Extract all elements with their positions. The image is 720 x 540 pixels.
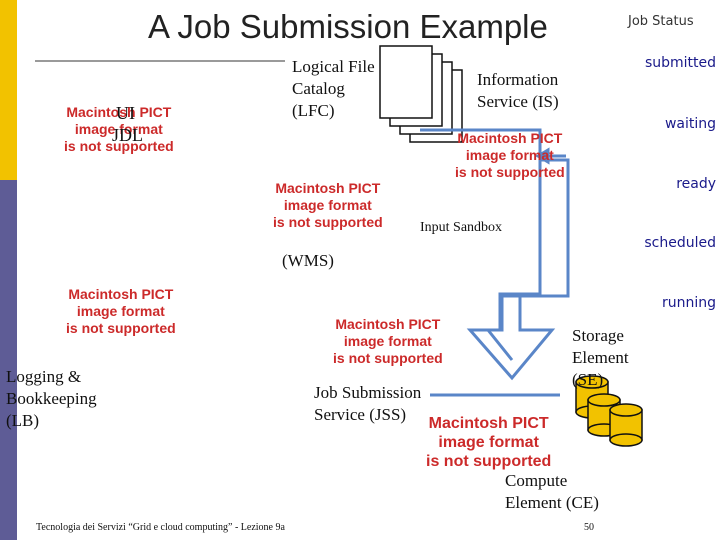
lb-line: Logging & — [6, 367, 82, 386]
side-bar-accent — [0, 0, 17, 180]
page-number: 50 — [584, 522, 594, 533]
jss-label: Job Submission Service (JSS) — [314, 382, 421, 426]
lfc-line: (LFC) — [292, 101, 335, 120]
pict-line: Macintosh PICT — [457, 130, 563, 146]
pict-line: Macintosh PICT — [335, 316, 441, 332]
is-label: Information Service (IS) — [477, 69, 559, 113]
pict-line: image format — [438, 434, 539, 451]
pict-line: image format — [283, 197, 372, 213]
catalog-files-icon — [379, 45, 463, 143]
se-line: Storage — [572, 326, 624, 345]
pict-line: Macintosh PICT — [66, 104, 172, 120]
pict-line: image format — [465, 147, 554, 163]
ce-line: Compute — [505, 471, 568, 490]
pict-line: Macintosh PICT — [275, 180, 381, 196]
pict-line: is not supported — [273, 214, 383, 230]
ce-label: Compute Element (CE) — [505, 470, 599, 514]
lb-image-placeholder: Macintosh PICT image format is not suppo… — [66, 286, 176, 337]
pict-line: image format — [76, 303, 165, 319]
status-ready: ready — [676, 176, 716, 192]
se-line: Element — [572, 348, 629, 367]
pict-line: is not supported — [64, 138, 174, 154]
status-running: running — [661, 295, 716, 311]
ui-label: UI — [116, 103, 135, 123]
se-label: Storage Element (SE) — [572, 325, 629, 391]
pict-line: Macintosh PICT — [68, 286, 174, 302]
se-line: (SE) — [572, 370, 604, 389]
is-to-jss-arrow — [420, 128, 570, 381]
pict-line: is not supported — [66, 320, 176, 336]
ce-line: Element (CE) — [505, 493, 599, 512]
footer-text: Tecnologia dei Servizi “Grid e cloud com… — [36, 522, 285, 533]
wms-image-placeholder: Macintosh PICT image format is not suppo… — [273, 180, 383, 231]
ce-image-placeholder: Macintosh PICT image format is not suppo… — [426, 414, 551, 471]
lb-line: (LB) — [6, 411, 40, 430]
jss-line: Job Submission — [314, 383, 422, 402]
pict-line: image format — [343, 333, 432, 349]
jdl-label: JDL — [112, 125, 143, 145]
slide-title: A Job Submission Example — [148, 8, 548, 45]
lfc-line: Catalog — [292, 79, 345, 98]
input-sandbox-label: Input Sandbox — [420, 220, 503, 235]
lb-line: Bookkeeping — [6, 389, 97, 408]
pict-line: is not supported — [426, 453, 552, 470]
is-image-placeholder: Macintosh PICT image format is not suppo… — [455, 130, 565, 181]
pict-line: Macintosh PICT — [428, 415, 549, 432]
title-rule — [35, 60, 285, 62]
pict-line: image format — [74, 121, 163, 137]
status-submitted: submitted — [644, 55, 716, 71]
wms-label: (WMS) — [282, 251, 334, 270]
jss-image-placeholder: Macintosh PICT image format is not suppo… — [333, 316, 443, 367]
job-status-header: Job Status — [628, 14, 694, 29]
pict-line: is not supported — [455, 164, 565, 180]
pict-line: is not supported — [333, 350, 443, 366]
status-waiting: waiting — [664, 116, 716, 132]
lfc-label: Logical File Catalog (LFC) — [292, 56, 375, 122]
lfc-line: Logical File — [292, 57, 375, 76]
ui-image-placeholder: Macintosh PICT image format is not suppo… — [64, 104, 174, 155]
is-connector-arrow — [535, 147, 566, 165]
lb-label: Logging & Bookkeeping (LB) — [6, 366, 97, 432]
status-scheduled: scheduled — [644, 235, 716, 251]
is-line: Service (IS) — [477, 92, 559, 111]
is-line: Information — [477, 70, 559, 89]
storage-disks-icon — [575, 375, 643, 447]
jss-line: Service (JSS) — [314, 405, 407, 424]
